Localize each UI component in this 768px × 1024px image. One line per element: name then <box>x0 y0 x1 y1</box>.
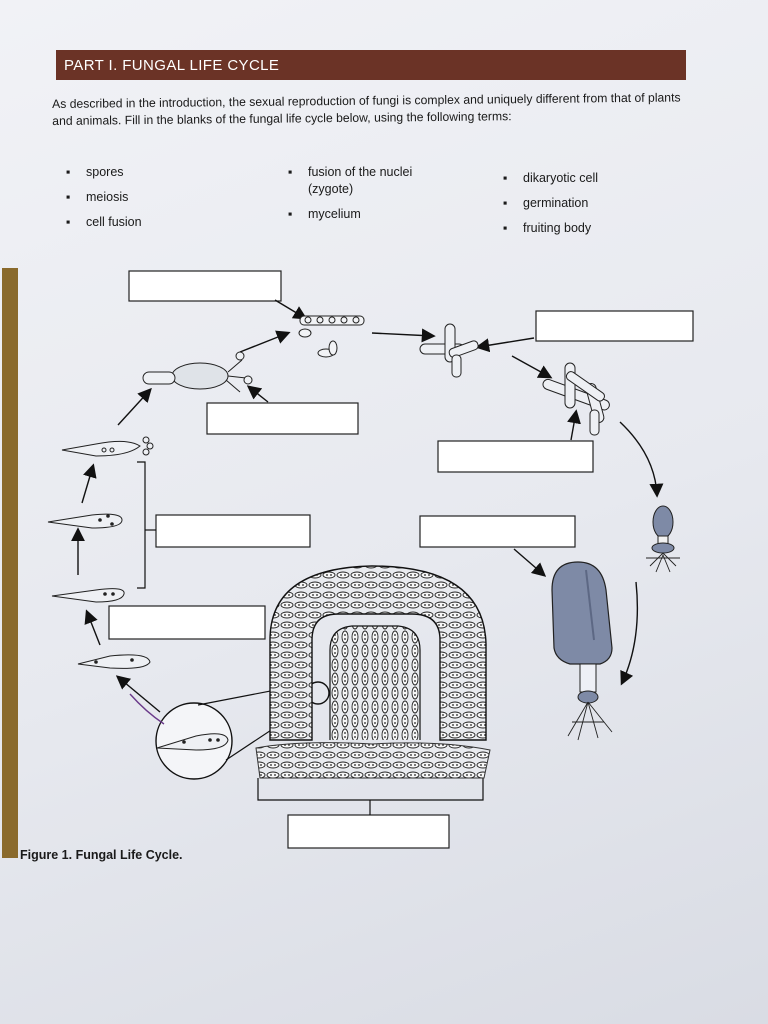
arrow-left-up-1 <box>81 463 97 504</box>
figure-side-bar <box>2 268 18 858</box>
blank-box-7[interactable] <box>108 605 266 640</box>
term-item: ▪germination <box>503 191 598 216</box>
basidium-cell <box>61 436 154 457</box>
term-item: ▪cell fusion <box>66 210 142 235</box>
germinating-spore <box>142 351 253 393</box>
term-item: ▪spores <box>66 160 142 185</box>
section-title: PART I. FUNGAL LIFE CYCLE <box>64 56 280 74</box>
arrow-box4-up <box>567 409 581 441</box>
arrow-germinating-to-spores <box>239 330 291 353</box>
mushroom-cross-section <box>255 565 491 779</box>
arrow-basidium-to-spore <box>117 387 152 426</box>
term-cell-fusion: cell fusion <box>86 215 142 229</box>
blank-box-4[interactable] <box>437 440 594 473</box>
blank-box-5[interactable] <box>155 514 311 548</box>
arrow-left-up-3 <box>84 609 101 646</box>
arrow-box2-to-hyphae <box>475 337 535 353</box>
cell-stage-2 <box>51 588 125 603</box>
term-item: ▪mycelium <box>288 202 418 227</box>
arrow-to-small-mushroom <box>619 421 664 498</box>
arrow-spores-to-germination <box>371 328 436 343</box>
term-dikaryotic-cell: dikaryotic cell <box>523 171 599 185</box>
figure-caption: Figure 1. Fungal Life Cycle. <box>20 848 183 862</box>
terms-column-1: ▪spores ▪meiosis ▪cell fusion <box>66 160 142 235</box>
dikaryotic-mycelium <box>542 362 610 436</box>
germinating-hyphae <box>419 323 479 378</box>
term-item: ▪meiosis <box>66 185 142 210</box>
term-item: ▪fusion of the nuclei (zygote) <box>288 164 418 198</box>
terms-column-3: ▪dikaryotic cell ▪germination ▪fruiting … <box>503 166 598 241</box>
blank-box-3[interactable] <box>206 402 359 435</box>
blank-box-2[interactable] <box>535 310 694 342</box>
term-mycelium: mycelium <box>308 207 361 221</box>
term-item: ▪dikaryotic cell <box>503 166 598 191</box>
term-germination: germination <box>523 196 589 210</box>
term-fruiting-body: fruiting body <box>523 221 592 235</box>
terms-column-2: ▪fusion of the nuclei (zygote) ▪mycelium <box>288 160 418 227</box>
large-mushroom <box>551 561 613 741</box>
bracket-lines <box>137 461 484 815</box>
blank-box-6[interactable] <box>419 515 576 548</box>
term-meiosis: meiosis <box>86 190 129 204</box>
term-item: ▪fruiting body <box>503 216 598 241</box>
arrow-to-large-mushroom <box>620 581 639 686</box>
arrow-hyphae-to-mycelium <box>511 355 553 379</box>
arrow-box3-up <box>246 385 269 403</box>
arrow-box1-to-spores <box>274 299 308 320</box>
cell-stage-1 <box>47 513 123 529</box>
term-spores: spores <box>86 165 124 179</box>
blank-box-1[interactable] <box>128 270 282 302</box>
cell-stage-3 <box>77 654 151 669</box>
arrow-zoom-to-cell <box>115 675 161 713</box>
small-mushroom <box>646 505 680 573</box>
spores-cluster <box>298 315 365 358</box>
term-fusion-of-nuclei: fusion of the nuclei (zygote) <box>308 165 413 196</box>
section-header: PART I. FUNGAL LIFE CYCLE <box>56 50 686 80</box>
blank-box-8[interactable] <box>287 814 450 849</box>
arrow-box6-to-mushroom <box>513 548 547 577</box>
